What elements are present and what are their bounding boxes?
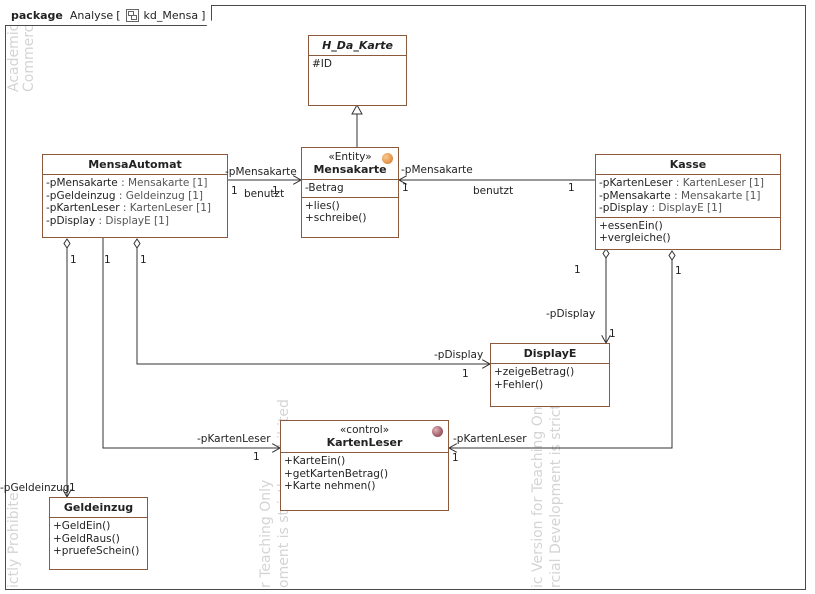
attribute: -pMensakarte : Mensakarte [1] xyxy=(46,177,208,189)
operation: +lies() xyxy=(305,199,340,212)
role-label: -pGeldeinzug xyxy=(0,482,70,494)
operation: +Karte nehmen() xyxy=(284,480,376,492)
usage-label: benutzt xyxy=(473,185,514,197)
operations-compartment: +lies() +schreibe() xyxy=(302,198,398,227)
attribute: -pKartenLeser : KartenLeser [1] xyxy=(46,202,211,214)
attributes-compartment: -pMensakarte : Mensakarte [1] -pGeldeinz… xyxy=(43,175,227,229)
stereotype: «control» xyxy=(339,424,390,436)
class-mensakarte[interactable]: «Entity» Mensakarte -Betrag +lies() +sch… xyxy=(301,147,399,238)
operations-compartment: +KarteEin() +getKartenBetrag() +Karte ne… xyxy=(281,453,448,495)
class-kasse[interactable]: Kasse -pKartenLeser : KartenLeser [1] -p… xyxy=(595,154,781,250)
multiplicity-label: 1 xyxy=(140,254,147,266)
multiplicity-label: 1 xyxy=(609,328,616,340)
generalization-triangle xyxy=(351,103,363,115)
class-name: Kasse xyxy=(596,155,780,175)
operation: +pruefeSchein() xyxy=(53,545,140,557)
multiplicity-label: 1 xyxy=(104,254,111,266)
class-name: KartenLeser xyxy=(326,436,403,449)
role-label: -pKartenLeser xyxy=(197,433,271,445)
entity-icon xyxy=(382,153,393,164)
assoc-automat-display xyxy=(136,248,490,364)
operation: +vergleiche() xyxy=(599,232,671,244)
role-label: -pMensakarte xyxy=(401,164,473,176)
control-icon xyxy=(432,426,443,437)
class-name: Mensakarte xyxy=(313,163,387,176)
assoc-kasse-kartenleser xyxy=(449,260,673,448)
attributes-compartment: -pKartenLeser : KartenLeser [1] -pMensak… xyxy=(596,175,780,218)
operation: +zeigeBetrag() xyxy=(494,366,575,378)
class-mensaautomat[interactable]: MensaAutomat -pMensakarte : Mensakarte [… xyxy=(42,154,228,238)
multiplicity-label: 1 xyxy=(675,265,682,277)
attribute: -Betrag xyxy=(305,182,344,194)
attribute: -pGeldeinzug : Geldeinzug [1] xyxy=(46,189,203,202)
operation: +KarteEin() xyxy=(284,455,346,467)
class-name: Geldeinzug xyxy=(50,498,147,518)
operation: +GeldEin() xyxy=(53,520,111,532)
assoc-automat-kartenleser xyxy=(102,238,280,448)
operations-compartment: +zeigeBetrag() +Fehler() xyxy=(491,364,609,393)
operation: +GeldRaus() xyxy=(53,532,120,545)
class-name: MensaAutomat xyxy=(43,155,227,175)
operation: +Fehler() xyxy=(494,378,544,391)
attribute: -pDisplay : DisplayE [1] xyxy=(46,214,169,227)
attributes-compartment: -Betrag xyxy=(302,180,398,198)
role-label: -pKartenLeser xyxy=(453,433,527,445)
package-tab: package Analyse [ kd_Mensa ] xyxy=(5,5,212,26)
attribute: -pMensakarte : Mensakarte [1] xyxy=(599,189,761,202)
attributes-compartment: #ID xyxy=(309,56,406,73)
diagram-name: kd_Mensa xyxy=(143,8,199,22)
operations-compartment: +GeldEin() +GeldRaus() +pruefeSchein() xyxy=(50,518,147,560)
class-name: H_Da_Karte xyxy=(309,36,406,56)
operation: +essenEin() xyxy=(599,219,663,232)
role-label: -pMensakarte xyxy=(225,166,297,178)
operation: +schreibe() xyxy=(305,212,367,224)
operations-compartment: +essenEin() +vergleiche() xyxy=(596,218,780,247)
attribute: -pKartenLeser : KartenLeser [1] xyxy=(599,177,764,189)
role-label: -pDisplay xyxy=(546,308,596,320)
multiplicity-label: 1 xyxy=(272,185,279,197)
class-geldeinzug[interactable]: Geldeinzug +GeldEin() +GeldRaus() +pruef… xyxy=(49,497,148,570)
multiplicity-label: 1 xyxy=(69,482,76,494)
package-name: Analyse xyxy=(69,8,114,22)
stereotype: «Entity» xyxy=(328,151,372,163)
operation: +getKartenBetrag() xyxy=(284,467,389,480)
class-displaye[interactable]: DisplayE +zeigeBetrag() +Fehler() xyxy=(490,343,610,407)
role-label: -pDisplay xyxy=(434,349,484,361)
multiplicity-label: 1 xyxy=(462,368,469,380)
class-h-da-karte[interactable]: H_Da_Karte #ID xyxy=(308,35,407,106)
attribute: -pDisplay : DisplayE [1] xyxy=(599,202,722,214)
multiplicity-label: 1 xyxy=(402,182,409,194)
multiplicity-label: 1 xyxy=(452,452,459,464)
attribute: #ID xyxy=(312,58,332,70)
multiplicity-label: 1 xyxy=(231,185,238,197)
package-keyword: package xyxy=(11,8,63,22)
multiplicity-label: 1 xyxy=(574,264,581,276)
multiplicity-label: 1 xyxy=(253,451,260,463)
multiplicity-label: 1 xyxy=(568,182,575,194)
class-kartenleser[interactable]: «control» KartenLeser +KarteEin() +getKa… xyxy=(280,420,449,511)
usage-label: benutzt xyxy=(244,188,285,200)
multiplicity-label: 1 xyxy=(70,254,77,266)
package-frame xyxy=(5,5,806,590)
class-name: DisplayE xyxy=(491,344,609,364)
class-diagram-icon xyxy=(126,9,139,22)
